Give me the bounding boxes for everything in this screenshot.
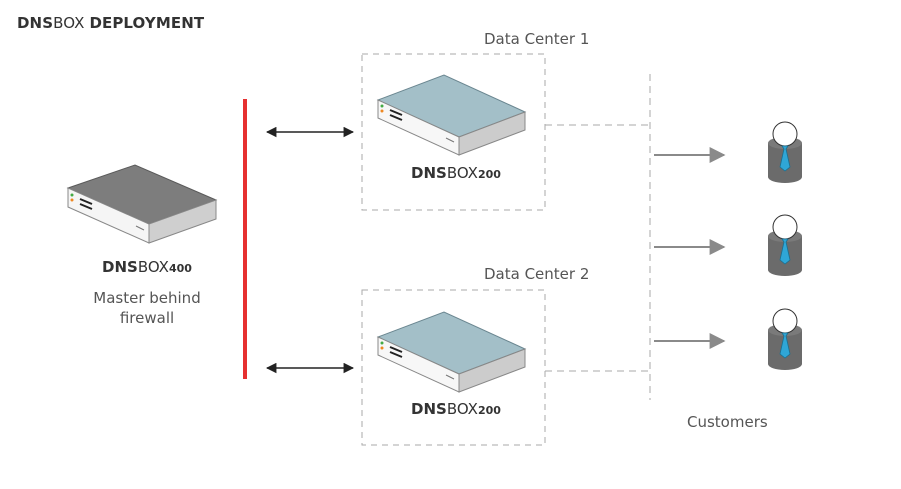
dc2-appliance-icon [376,311,527,393]
data-center-1-box [361,53,546,211]
data-center-1-label: Data Center 1 [484,30,590,48]
dc2-device-label: DNSBOX200 [411,400,501,418]
dc1-appliance-icon [376,74,527,156]
dc1-device-label: DNSBOX200 [411,164,501,182]
customer-icon [768,308,802,370]
customer-icon [768,214,802,276]
master-device-label: DNSBOX400 [102,258,192,276]
diagram-title: DNSBOX DEPLOYMENT [17,14,205,32]
customers-label: Customers [687,413,768,431]
master-description: Master behind firewall [93,289,201,327]
customer-icon [768,121,802,183]
data-center-2-box [361,289,546,446]
data-center-2-label: Data Center 2 [484,265,590,283]
master-appliance-icon [66,164,218,244]
